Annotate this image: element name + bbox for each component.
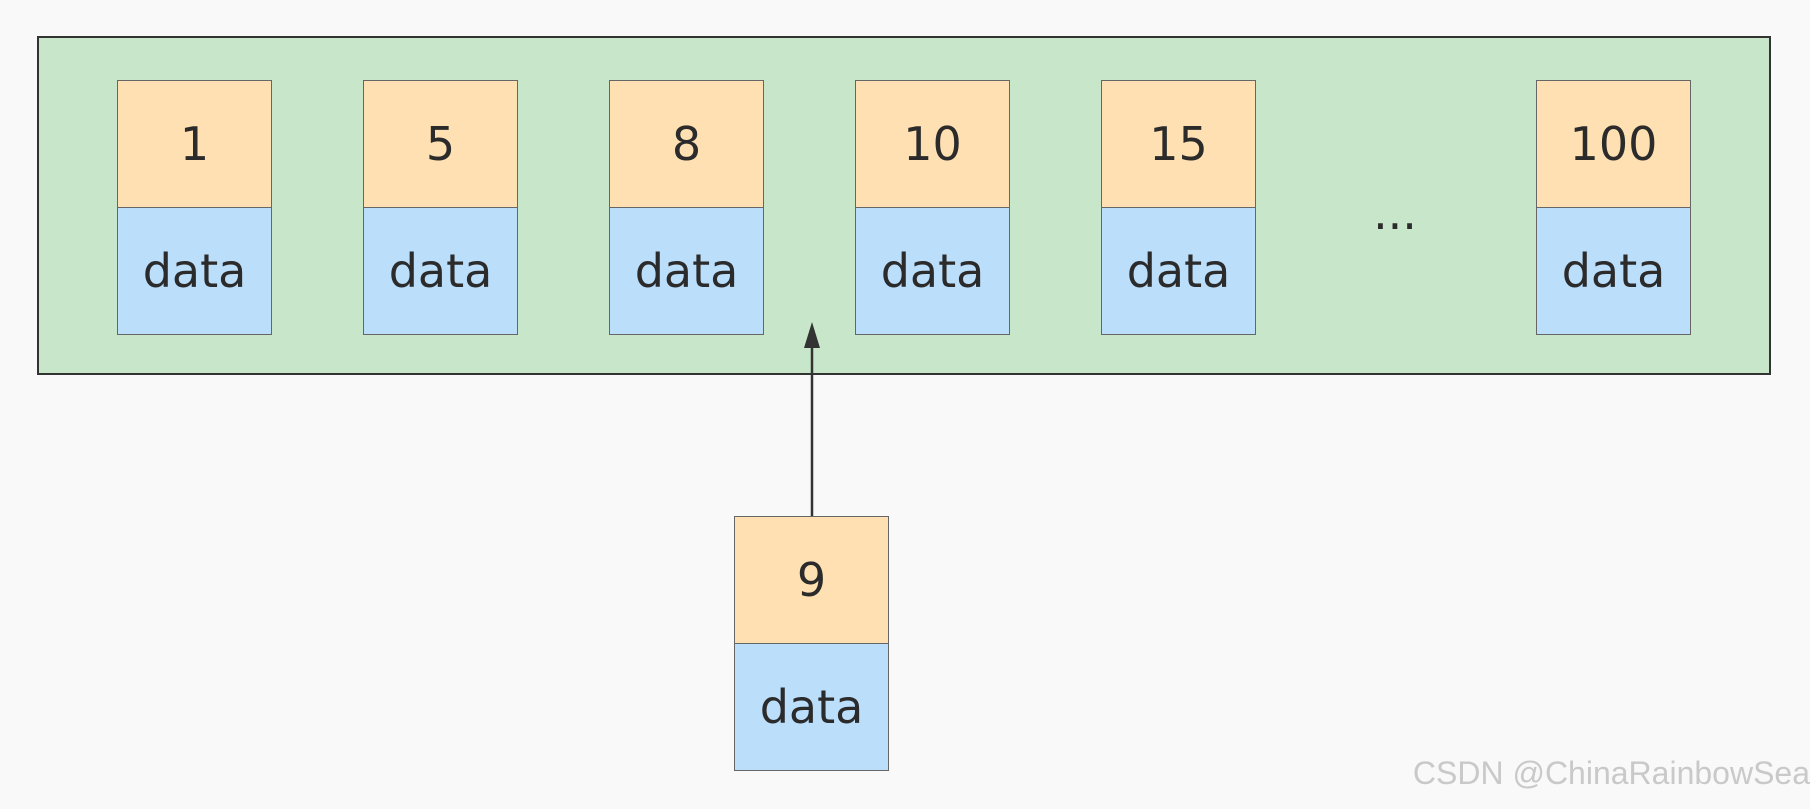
new-node-9: 9 data <box>734 516 889 772</box>
leaf-node-5: 5 data <box>363 80 518 336</box>
leaf-node-1: 1 data <box>117 80 272 336</box>
watermark: CSDN @ChinaRainbowSea <box>1412 755 1810 791</box>
node-value: data <box>363 207 518 335</box>
node-value: data <box>117 207 272 335</box>
ellipsis: ... <box>1373 186 1417 240</box>
node-value: data <box>855 207 1010 335</box>
node-key: 9 <box>734 516 889 644</box>
node-key: 8 <box>609 80 764 208</box>
node-value: data <box>1101 207 1256 335</box>
node-key: 1 <box>117 80 272 208</box>
node-value: data <box>734 643 889 771</box>
node-key: 10 <box>855 80 1010 208</box>
node-value: data <box>609 207 764 335</box>
leaf-node-8: 8 data <box>609 80 764 336</box>
leaf-node-15: 15 data <box>1101 80 1256 336</box>
node-key: 15 <box>1101 80 1256 208</box>
node-value: data <box>1536 207 1691 335</box>
leaf-node-100: 100 data <box>1536 80 1691 336</box>
node-key: 100 <box>1536 80 1691 208</box>
leaf-node-10: 10 data <box>855 80 1010 336</box>
arrow-head <box>804 322 820 348</box>
